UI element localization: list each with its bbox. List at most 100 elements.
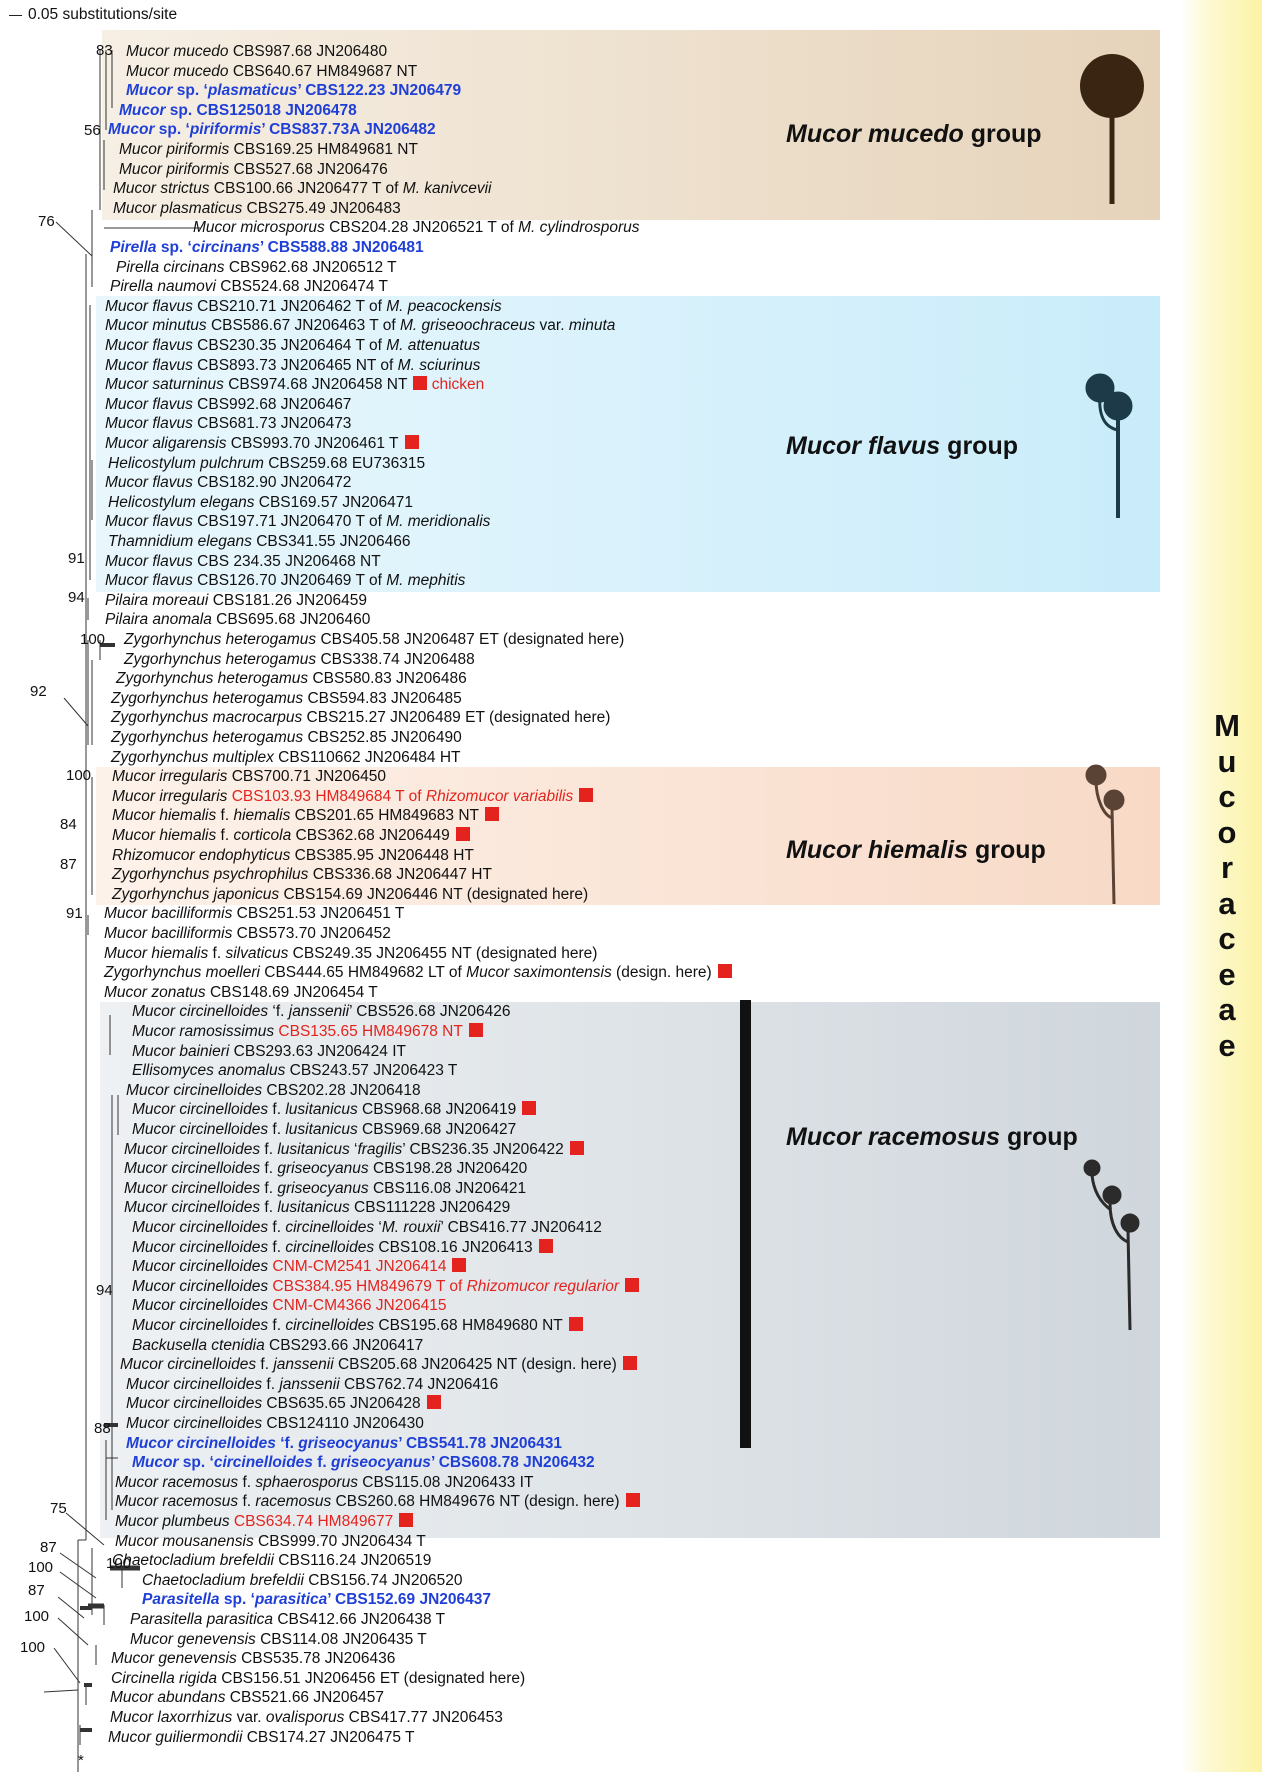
group-label-hiemalis: Mucor hiemalis group <box>786 836 1046 864</box>
support-value: 100 <box>20 1639 46 1656</box>
support-value: 91 <box>68 550 85 567</box>
support-value: * <box>78 1752 84 1769</box>
taxon-label: Mucor sp. ‘piriformis’ CBS837.73A JN2064… <box>108 121 436 139</box>
taxon-label: Mucor flavus CBS992.68 JN206467 <box>105 395 352 413</box>
taxon-label: Zygorhynchus psychrophilus CBS336.68 JN2… <box>112 866 492 884</box>
taxon-label: Mucor sp. ‘circinelloides f. griseocyanu… <box>132 1454 595 1472</box>
family-letter: u <box>1217 743 1237 779</box>
red-square-marker <box>426 1395 441 1410</box>
red-square-marker <box>622 1356 637 1371</box>
taxon-label: Circinella rigida CBS156.51 JN206456 ET … <box>111 1669 526 1687</box>
red-square-marker <box>468 1023 483 1037</box>
family-letter: a <box>1218 992 1236 1027</box>
taxon-label: Mucor abundans CBS521.66 JN206457 <box>110 1689 385 1707</box>
taxon-label: Mucor genevensis CBS535.78 JN206436 <box>111 1650 396 1668</box>
taxon-label: Zygorhynchus japonicus CBS154.69 JN20644… <box>112 885 589 903</box>
taxon-label: Mucor racemosus f. sphaerosporus CBS115.… <box>115 1473 534 1491</box>
taxon-label: Mucor circinelloides ‘f. janssenii’ CBS5… <box>132 1003 511 1021</box>
hiemalis-sporangium-icon <box>1085 764 1125 905</box>
family-letter: c <box>1218 779 1236 814</box>
taxon-label: Mucor genevensis CBS114.08 JN206435 T <box>130 1630 427 1648</box>
support-value: 100 <box>66 767 92 784</box>
taxon-label: Mucor hiemalis f. hiemalis CBS201.65 HM8… <box>112 807 500 825</box>
taxon-label: Helicostylum pulchrum CBS259.68 EU736315 <box>108 454 426 472</box>
taxon-label: Mucor strictus CBS100.66 JN206477 T of M… <box>113 180 492 198</box>
hiemalis-group-band <box>96 767 1160 905</box>
mucedo-group-band <box>102 30 1160 220</box>
family-letter: c <box>1218 921 1236 956</box>
taxon-label: Mucor mucedo CBS640.67 HM849687 NT <box>126 62 418 80</box>
taxon-label: Mucor bacilliformis CBS573.70 JN206452 <box>104 925 391 942</box>
taxon-label: Chaetocladium brefeldii CBS116.24 JN2065… <box>112 1552 432 1570</box>
taxon-label: Mucor flavus CBS182.90 JN206472 <box>105 474 352 492</box>
red-square-marker <box>404 435 419 449</box>
taxon-label: Mucor irregularis CBS103.93 HM849684 T o… <box>112 787 594 806</box>
support-value: 87 <box>40 1539 57 1556</box>
taxon-label: Mucor circinelloides f. griseocyanus CBS… <box>124 1179 527 1197</box>
taxon-label: Mucor circinelloides CBS635.65 JN206428 <box>126 1395 441 1413</box>
taxon-label: Pirella sp. ‘circinans’ CBS588.88 JN2064… <box>110 239 424 256</box>
family-letter: r <box>1220 850 1234 885</box>
taxon-label: Zygorhynchus heterogamus CBS594.83 JN206… <box>111 689 462 707</box>
taxon-label: Mucor circinelloides f. lusitanicus CBS1… <box>124 1199 511 1217</box>
taxon-label: Mucor microsporus CBS204.28 JN206521 T o… <box>193 219 640 237</box>
family-letter: e <box>1218 1027 1236 1063</box>
support-value: 75 <box>50 1500 67 1517</box>
taxon-label: Zygorhynchus multiplex CBS110662 JN20648… <box>111 748 461 766</box>
taxon-label: Mucor flavus CBS126.70 JN206469 T of M. … <box>105 572 466 590</box>
taxon-label: Mucor flavus CBS893.73 JN206465 NT of M.… <box>105 356 481 374</box>
taxon-label: Zygorhynchus heterogamus CBS405.58 JN206… <box>124 631 625 648</box>
scale-label: 0.05 substitutions/site <box>28 6 178 23</box>
taxon-label: Ellisomyces anomalus CBS243.57 JN206423 … <box>132 1062 458 1080</box>
taxon-label: Pirella circinans CBS962.68 JN206512 T <box>116 258 397 276</box>
taxon-label: Mucor flavus CBS681.73 JN206473 <box>105 415 352 433</box>
red-square-marker <box>568 1317 583 1331</box>
support-value: 100 <box>106 1555 132 1572</box>
taxon-label: Mucor circinelloides CNM-CM2541 JN206414 <box>132 1258 467 1276</box>
taxon-label: Mucor saturninus CBS974.68 JN206458 NT c… <box>105 376 485 394</box>
taxon-label: Mucor laxorrhizus var. ovalisporus CBS41… <box>110 1709 503 1726</box>
red-square-marker <box>413 376 428 391</box>
taxon-label: Pilaira anomala CBS695.68 JN206460 <box>105 611 371 629</box>
taxon-label: Mucor flavus CBS210.71 JN206462 T of M. … <box>105 297 502 315</box>
family-letter: a <box>1218 885 1236 921</box>
group-label-flavus: Mucor flavus group <box>786 432 1018 460</box>
red-square-marker <box>717 964 732 979</box>
support-value: 100 <box>28 1559 54 1576</box>
taxon-label: Mucor circinelloides f. circinelloides ‘… <box>132 1219 602 1236</box>
taxon-label: Mucor circinelloides f. janssenii CBS205… <box>120 1356 637 1374</box>
taxon-label: Mucor circinelloides f. griseocyanus CBS… <box>124 1160 528 1178</box>
taxon-label: Backusella ctenidia CBS293.66 JN206417 <box>132 1336 424 1354</box>
red-square-marker <box>455 827 470 841</box>
support-value: 94 <box>96 1282 113 1299</box>
taxon-label: Helicostylum elegans CBS169.57 JN206471 <box>108 493 414 511</box>
support-value: 87 <box>60 856 77 873</box>
taxon-label: Chaetocladium brefeldii CBS156.74 JN2065… <box>142 1571 463 1589</box>
taxon-label: Zygorhynchus heterogamus CBS580.83 JN206… <box>116 670 467 688</box>
support-value: 87 <box>28 1582 45 1599</box>
taxon-label: Mucor circinelloides CBS124110 JN206430 <box>126 1415 424 1432</box>
taxon-label: Mucor bainieri CBS293.63 JN206424 IT <box>132 1042 406 1060</box>
taxon-label: Mucor circinelloides CNM-CM4366 JN206415 <box>132 1297 447 1315</box>
racemosus-group-band <box>100 1002 1160 1538</box>
racemosus-sporangium-icon <box>1083 1159 1140 1331</box>
family-letter: o <box>1217 814 1237 850</box>
family-sidebar <box>1180 0 1262 1772</box>
taxon-label: Mucor circinelloides f. janssenii CBS762… <box>126 1375 499 1393</box>
red-square-marker <box>522 1101 537 1116</box>
support-value: 83 <box>96 42 113 59</box>
taxon-label: Thamnidium elegans CBS341.55 JN206466 <box>108 533 411 550</box>
taxon-label: Mucor hiemalis f. corticola CBS362.68 JN… <box>112 827 470 845</box>
taxon-label: Mucor piriformis CBS527.68 JN206476 <box>119 160 388 178</box>
taxon-label: Mucor mucedo CBS987.68 JN206480 <box>126 43 388 60</box>
taxon-label: Mucor bacilliformis CBS251.53 JN206451 T <box>104 905 405 923</box>
support-value: 100 <box>24 1608 50 1625</box>
red-square-marker <box>485 807 500 822</box>
taxon-label: Zygorhynchus heterogamus CBS338.74 JN206… <box>124 650 475 668</box>
flavus-group-band <box>96 296 1160 592</box>
scale-bar <box>9 15 22 16</box>
taxon-label: Mucor circinelloides f. circinelloides C… <box>132 1238 553 1257</box>
taxon-label: Mucor aligarensis CBS993.70 JN206461 T <box>105 435 419 453</box>
taxon-label: Mucor sp. ‘plasmaticus’ CBS122.23 JN2064… <box>126 82 462 100</box>
taxon-label: Mucor racemosus f. racemosus CBS260.68 H… <box>115 1493 640 1511</box>
